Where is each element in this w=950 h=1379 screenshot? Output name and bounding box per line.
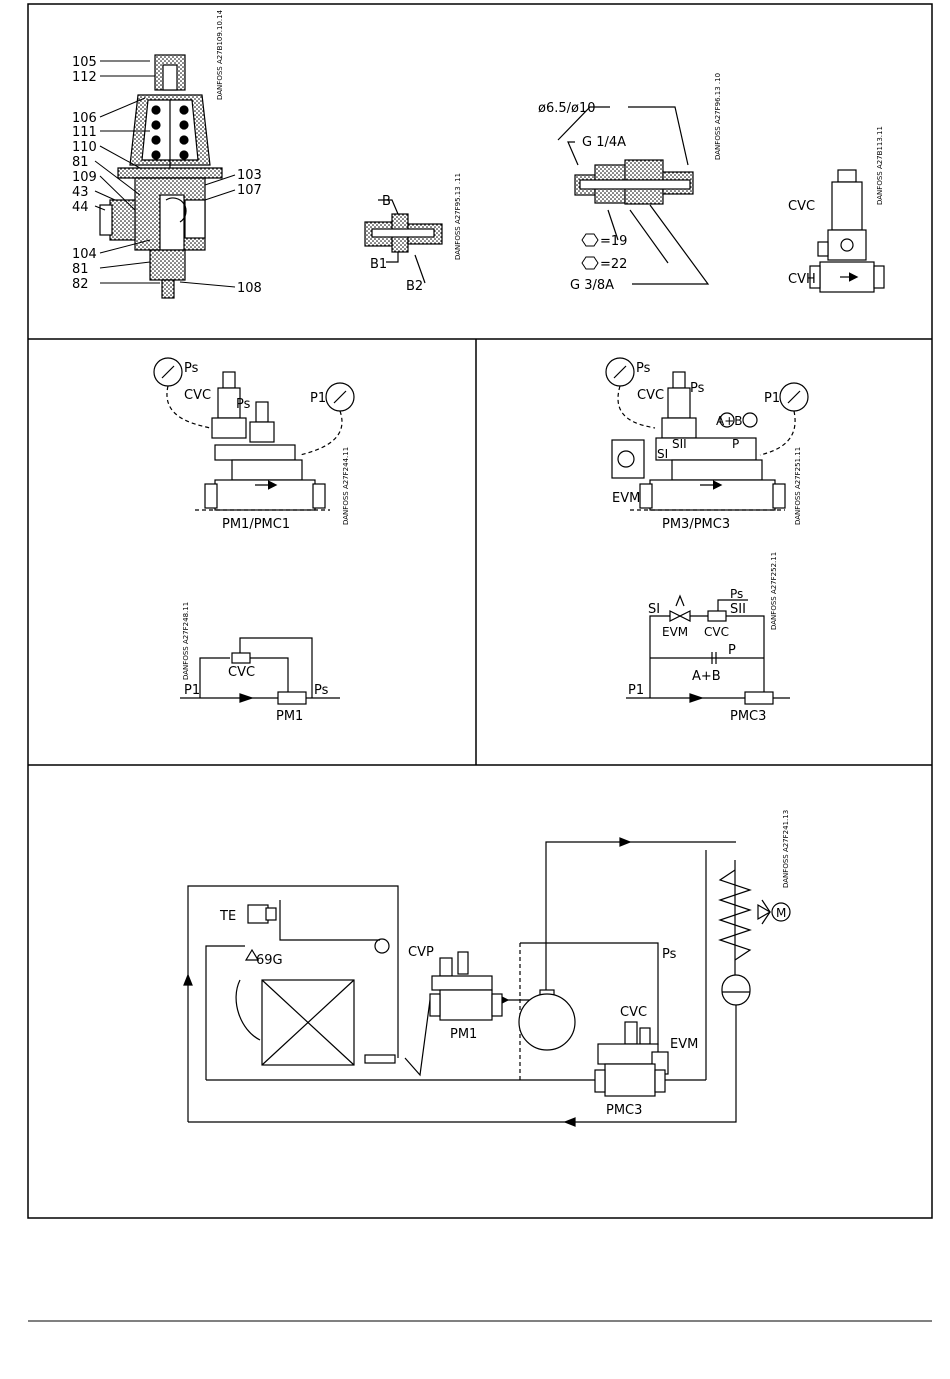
label-hex19: =19: [600, 234, 627, 249]
label-b1: B1: [370, 257, 387, 272]
label-44: 44: [72, 200, 89, 215]
code-a27f241: DANFOSS A27F241.13: [782, 810, 790, 888]
code-a27f244: DANFOSS A27F244.11: [342, 447, 350, 525]
label-ab-schem: A+B: [692, 669, 721, 684]
label-cvc-3: CVC: [637, 388, 664, 403]
label-cvc-top: CVC: [788, 199, 815, 214]
label-104: 104: [72, 247, 97, 262]
label-phi: ø6.5/ø10: [538, 101, 596, 116]
label-ps-3: Ps: [636, 361, 651, 376]
pm3-assembly: [605, 357, 809, 511]
label-cvh: CVH: [788, 272, 816, 287]
valve-part-labels: 105 112 106 111 110 81 109 43 44 104 81 …: [72, 55, 262, 296]
label-111: 111: [72, 125, 97, 140]
label-p1: P1: [310, 391, 326, 406]
label-cvc: CVC: [184, 388, 211, 403]
label-te: TE: [219, 909, 236, 924]
receiver: [721, 974, 751, 1006]
code-a27f96: DANFOSS A27F96.13 .10: [714, 73, 722, 160]
label-evm-3: EVM: [612, 491, 640, 506]
label-ps2: Ps: [236, 397, 251, 412]
valve-leaders: [94, 60, 236, 288]
label-p-3: P: [732, 437, 739, 451]
pm1-valve-system: [429, 951, 503, 1021]
code-a27f251: DANFOSS A27F251.11: [794, 447, 802, 525]
label-sii-3: SII: [672, 437, 687, 451]
label-b2: B2: [406, 279, 423, 294]
label-pmc3: PMC3: [730, 709, 766, 724]
label-ab-3: A+B: [716, 414, 743, 428]
compressor: [518, 989, 576, 1051]
hex-22-icon: [581, 256, 599, 270]
label-cvc-schem: CVC: [228, 665, 255, 680]
label-pm3-pmc3: PM3/PMC3: [662, 517, 730, 532]
fan-motor-icon: [757, 899, 791, 925]
cvc-cvh-unit: [809, 169, 885, 293]
adaptor-fitting: [557, 106, 710, 285]
label-p1-schem: P1: [184, 683, 200, 698]
code-a27f95: DANFOSS A27F95.13 .11: [454, 173, 462, 260]
label-107: 107: [237, 183, 262, 198]
label-ps-3b: Ps: [690, 381, 705, 396]
label-ps-schem: Ps: [314, 683, 329, 698]
label-si-3: SI: [657, 447, 668, 461]
pmc3-schematic: [626, 594, 790, 705]
label-ps: Ps: [184, 361, 199, 376]
code-a27b109: DANFOSS A27B109.10.14: [216, 9, 224, 100]
label-hex22: =22: [600, 257, 627, 272]
label-cvp: CVP: [408, 945, 434, 960]
label-105: 105: [72, 55, 97, 70]
label-106: 106: [72, 111, 97, 126]
label-sii-schem: SII: [730, 602, 746, 617]
pmc3-valve-system: [594, 1021, 669, 1097]
label-43: 43: [72, 185, 89, 200]
label-cvc-schem3: CVC: [704, 625, 729, 639]
label-g38: G 3/8A: [570, 278, 614, 293]
label-112: 112: [72, 70, 97, 85]
label-69g: 69G: [256, 953, 283, 968]
panel-frame: [27, 3, 933, 1219]
label-pmc3-system: PMC3: [606, 1103, 642, 1118]
pm1-assembly: [153, 357, 355, 511]
label-p-schem: P: [728, 643, 736, 658]
label-81: 81: [72, 155, 89, 170]
label-ps-schem3: Ps: [730, 587, 743, 601]
code-a27f252: DANFOSS A27F252.11: [770, 552, 778, 630]
label-82: 82: [72, 277, 89, 292]
code-a27b113: DANFOSS A27B113.11: [876, 126, 884, 205]
label-evm-schem: EVM: [662, 625, 688, 639]
te-valve: [235, 904, 277, 1041]
label-m: M: [776, 906, 786, 920]
valve-cross-section: [99, 54, 223, 299]
label-pm1: PM1: [276, 709, 303, 724]
label-103: 103: [237, 168, 262, 183]
label-81b: 81: [72, 262, 89, 277]
label-p1-schem3: P1: [628, 683, 644, 698]
label-110: 110: [72, 140, 97, 155]
label-si-schem: SI: [648, 602, 660, 617]
hex-19-icon: [581, 233, 599, 247]
label-109: 109: [72, 170, 97, 185]
pm1-schematic: [180, 637, 340, 705]
label-evm-system: EVM: [670, 1037, 698, 1052]
code-a27f248: DANFOSS A27F248.11: [182, 602, 190, 680]
evaporator: [261, 979, 396, 1066]
label-p1-3: P1: [764, 391, 780, 406]
label-pm1-system: PM1: [450, 1027, 477, 1042]
label-ps-system: Ps: [662, 947, 677, 962]
label-b: B: [382, 194, 391, 209]
label-g14: G 1/4A: [582, 135, 626, 150]
nipple-fitting: [364, 199, 443, 284]
label-108: 108: [237, 281, 262, 296]
label-cvc-system: CVC: [620, 1005, 647, 1020]
label-pm1-pmc1: PM1/PMC1: [222, 517, 290, 532]
